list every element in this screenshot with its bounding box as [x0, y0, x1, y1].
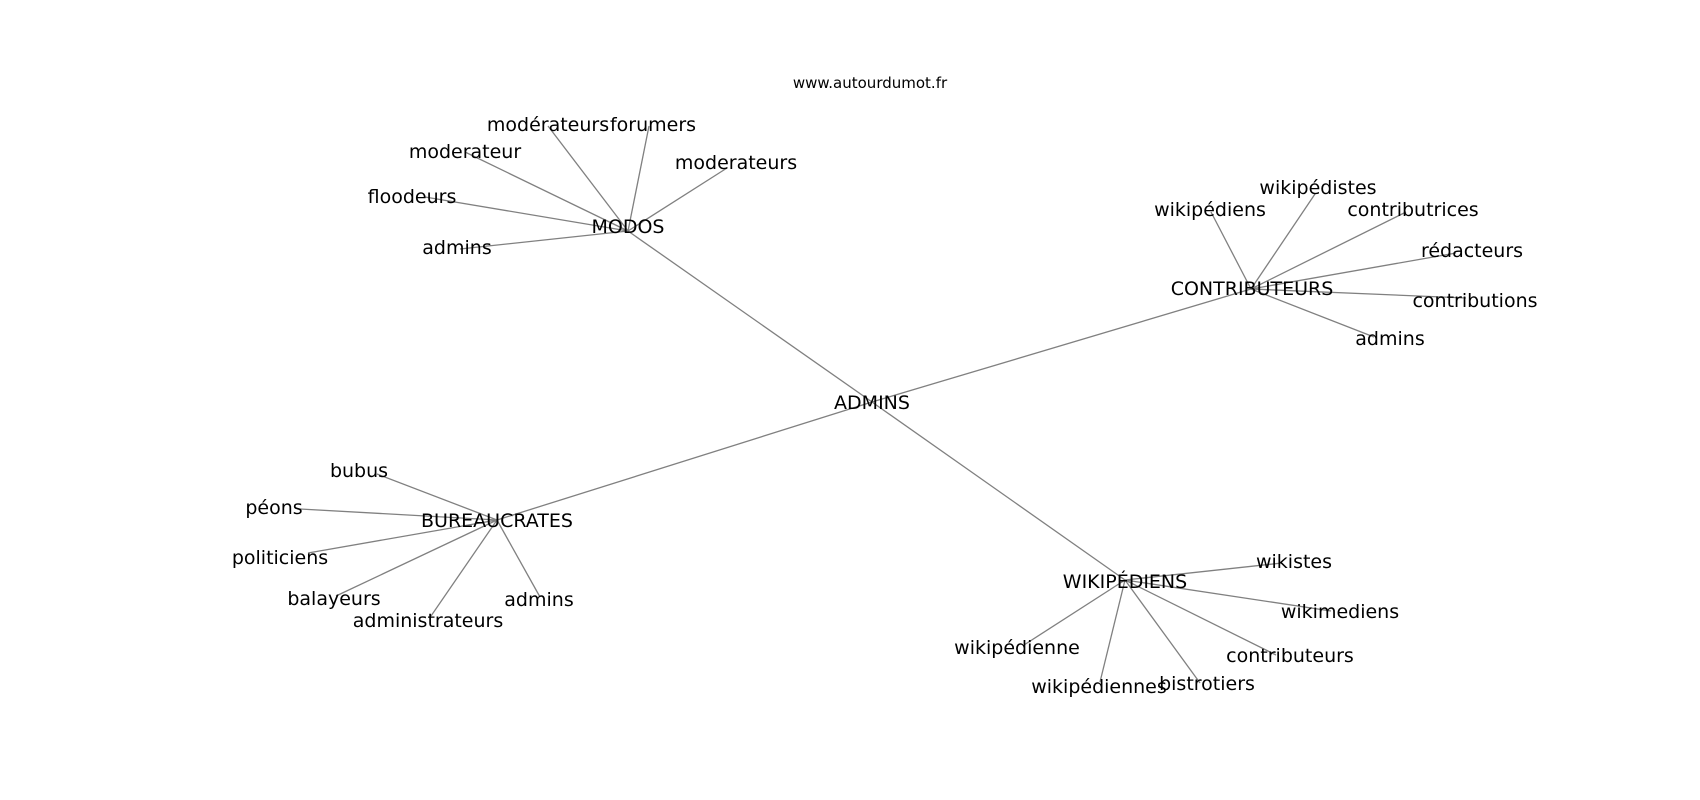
- leaf-node-label: péons: [245, 497, 302, 519]
- hub-leaf-edge: [335, 519, 498, 597]
- leaf-node-label: contributrices: [1347, 199, 1478, 221]
- hub-leaf-edge: [1250, 211, 1407, 290]
- leaf-node-label: balayeurs: [287, 588, 380, 610]
- hub-leaf-edge: [459, 230, 629, 250]
- leaf-node-label: bubus: [330, 460, 388, 482]
- hub-leaf-edge: [1124, 579, 1201, 684]
- leaf-node-label: administrateurs: [353, 610, 504, 632]
- hub-node-label: WIKIPÉDIENS: [1063, 570, 1187, 593]
- hub-leaf-edge: [424, 196, 629, 232]
- leaf-node-label: wikimediens: [1281, 601, 1399, 623]
- hub-leaf-edge: [627, 125, 650, 232]
- hub-leaf-edge: [1250, 252, 1457, 290]
- leaf-node-label: rédacteurs: [1421, 240, 1523, 262]
- leaf-node-label: politiciens: [232, 547, 328, 569]
- leaf-node-label: modérateurs: [487, 114, 609, 136]
- leaf-node-label: wikistes: [1256, 551, 1332, 573]
- hub-leaf-edge: [376, 473, 498, 521]
- hub-leaf-edge: [547, 125, 629, 232]
- leaf-node-label: wikipédienne: [954, 637, 1080, 659]
- hub-node-label: CONTRIBUTEURS: [1171, 278, 1334, 300]
- center-hub-edge: [871, 401, 1126, 581]
- hub-leaf-edge: [1023, 579, 1126, 646]
- center-hub-edge: [627, 230, 873, 403]
- leaf-node-label: wikipédiennes: [1031, 676, 1167, 698]
- leaf-node-label: admins: [1355, 328, 1424, 350]
- edges-layer: [299, 125, 1467, 684]
- hub-leaf-edge: [1210, 211, 1252, 290]
- center-hub-edge: [496, 401, 873, 521]
- hub-leaf-edge: [299, 508, 498, 521]
- hub-leaf-edge: [496, 519, 541, 598]
- leaf-node-label: contributions: [1412, 290, 1537, 312]
- hub-node-label: BUREAUCRATES: [421, 510, 573, 532]
- leaf-node-label: bistrotiers: [1159, 673, 1255, 695]
- hub-leaf-edge: [1250, 288, 1375, 338]
- hub-leaf-edge: [1099, 579, 1126, 683]
- center-hub-edge: [871, 288, 1252, 403]
- hub-leaf-edge: [1250, 193, 1316, 290]
- hub-node-label: MODOS: [592, 216, 665, 238]
- leaf-node-label: floodeurs: [368, 186, 457, 208]
- leaf-node-label: moderateurs: [675, 152, 797, 174]
- leaf-node-label: contributeurs: [1226, 645, 1354, 667]
- hub-leaf-edge: [627, 167, 728, 232]
- center-node-label: ADMINS: [834, 392, 910, 414]
- hub-leaf-edge: [430, 519, 498, 617]
- hub-leaf-edge: [307, 519, 498, 554]
- leaf-node-label: admins: [504, 589, 573, 611]
- leaf-node-label: wikipédiens: [1154, 199, 1266, 221]
- leaf-node-label: wikipédistes: [1259, 177, 1376, 199]
- hub-leaf-edge: [1124, 562, 1283, 581]
- hub-leaf-edge: [1124, 579, 1332, 612]
- leaf-node-label: forumers: [610, 114, 696, 136]
- source-url: www.autourdumot.fr: [793, 74, 948, 92]
- leaf-node-label: admins: [422, 237, 491, 259]
- leaf-node-label: moderateur: [409, 141, 522, 163]
- hub-leaf-edge: [1124, 579, 1277, 656]
- hub-leaf-edge: [464, 151, 629, 232]
- hub-leaf-edge: [1250, 288, 1467, 299]
